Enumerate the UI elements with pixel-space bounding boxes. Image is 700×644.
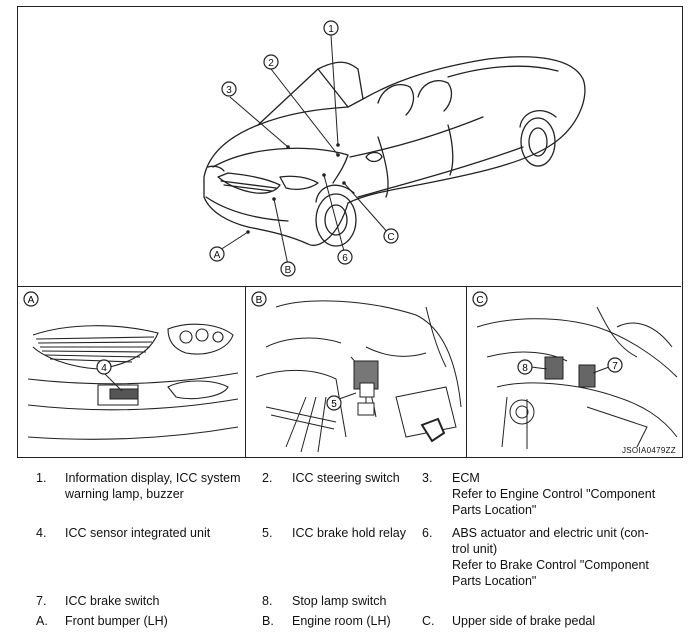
legend-num-1: 1. bbox=[36, 471, 47, 485]
detail-b-engine-room: B 5 bbox=[245, 287, 467, 457]
legend-text-3c: Parts Location" bbox=[452, 503, 537, 517]
detail-a-front-bumper: A 4 bbox=[18, 287, 245, 457]
car-illustration: 1 2 3 A B 6 C bbox=[203, 20, 586, 277]
callout-c-label: C bbox=[387, 232, 394, 243]
legend-num-4: 4. bbox=[36, 526, 47, 540]
legend-num-7: 7. bbox=[36, 594, 47, 608]
vehicle-overview: 1 2 3 A B 6 C bbox=[18, 7, 681, 286]
legend-text-c: Upper side of brake pedal bbox=[452, 614, 596, 628]
callout-3 bbox=[221, 81, 237, 97]
legend-text-6b: trol unit) bbox=[452, 542, 498, 556]
callout-8-label: 8 bbox=[522, 363, 528, 374]
detail-c-brake-pedal: C 8 7 bbox=[466, 287, 682, 457]
component-location-figure: 1 2 3 A B 6 C A bbox=[17, 6, 683, 458]
callout-1 bbox=[323, 20, 339, 36]
legend-text-3a: ECM bbox=[452, 471, 480, 485]
legend-text-1a: Information display, ICC system bbox=[65, 471, 241, 485]
callout-2-label: 2 bbox=[268, 58, 274, 69]
legend-text-2: ICC steering switch bbox=[292, 471, 400, 485]
legend-text-a: Front bumper (LH) bbox=[65, 614, 168, 628]
reference-code: JSOIA0479ZZ bbox=[622, 446, 676, 455]
legend-text-6a: ABS actuator and electric unit (con- bbox=[452, 526, 649, 540]
legend-text-1b: warning lamp, buzzer bbox=[65, 487, 184, 501]
legend-num-3: 3. bbox=[422, 471, 433, 485]
callout-6 bbox=[337, 249, 353, 265]
callout-3-label: 3 bbox=[226, 85, 232, 96]
panel-b-label: B bbox=[256, 295, 263, 306]
legend-text-8: Stop lamp switch bbox=[292, 594, 387, 608]
panel-a-label: A bbox=[28, 295, 35, 306]
callout-c bbox=[383, 228, 399, 244]
callout-a bbox=[209, 246, 225, 262]
legend-num-b: B. bbox=[262, 614, 274, 628]
bumper-illustration: A 4 bbox=[23, 291, 239, 440]
callout-b-label: B bbox=[285, 265, 292, 276]
legend-text-6d: Parts Location" bbox=[452, 574, 537, 588]
legend-num-a: A. bbox=[36, 614, 48, 628]
detail-views: A 4 bbox=[18, 286, 681, 457]
callout-7-label: 7 bbox=[612, 361, 618, 372]
legend-num-6: 6. bbox=[422, 526, 433, 540]
legend-text-5: ICC brake hold relay bbox=[292, 526, 406, 540]
legend-text-6c: Refer to Brake Control "Component bbox=[452, 558, 649, 572]
callout-4-label: 4 bbox=[101, 363, 107, 374]
legend-num-2: 2. bbox=[262, 471, 273, 485]
callout-2 bbox=[263, 54, 279, 70]
callout-b bbox=[280, 261, 296, 277]
legend-text-4: ICC sensor integrated unit bbox=[65, 526, 211, 540]
legend-text-7: ICC brake switch bbox=[65, 594, 160, 608]
engine-room-illustration: B 5 bbox=[251, 291, 462, 453]
legend-text-3b: Refer to Engine Control "Component bbox=[452, 487, 656, 501]
callout-5-label: 5 bbox=[331, 399, 337, 410]
legend-num-c: C. bbox=[422, 614, 435, 628]
legend-num-8: 8. bbox=[262, 594, 273, 608]
legend-text-b: Engine room (LH) bbox=[292, 614, 391, 628]
callout-1-label: 1 bbox=[328, 24, 334, 35]
legend-num-5: 5. bbox=[262, 526, 273, 540]
brake-pedal-illustration: C 8 7 bbox=[472, 291, 678, 449]
callout-6-label: 6 bbox=[342, 253, 348, 264]
callout-a-label: A bbox=[214, 250, 221, 261]
panel-c-label: C bbox=[476, 295, 483, 306]
